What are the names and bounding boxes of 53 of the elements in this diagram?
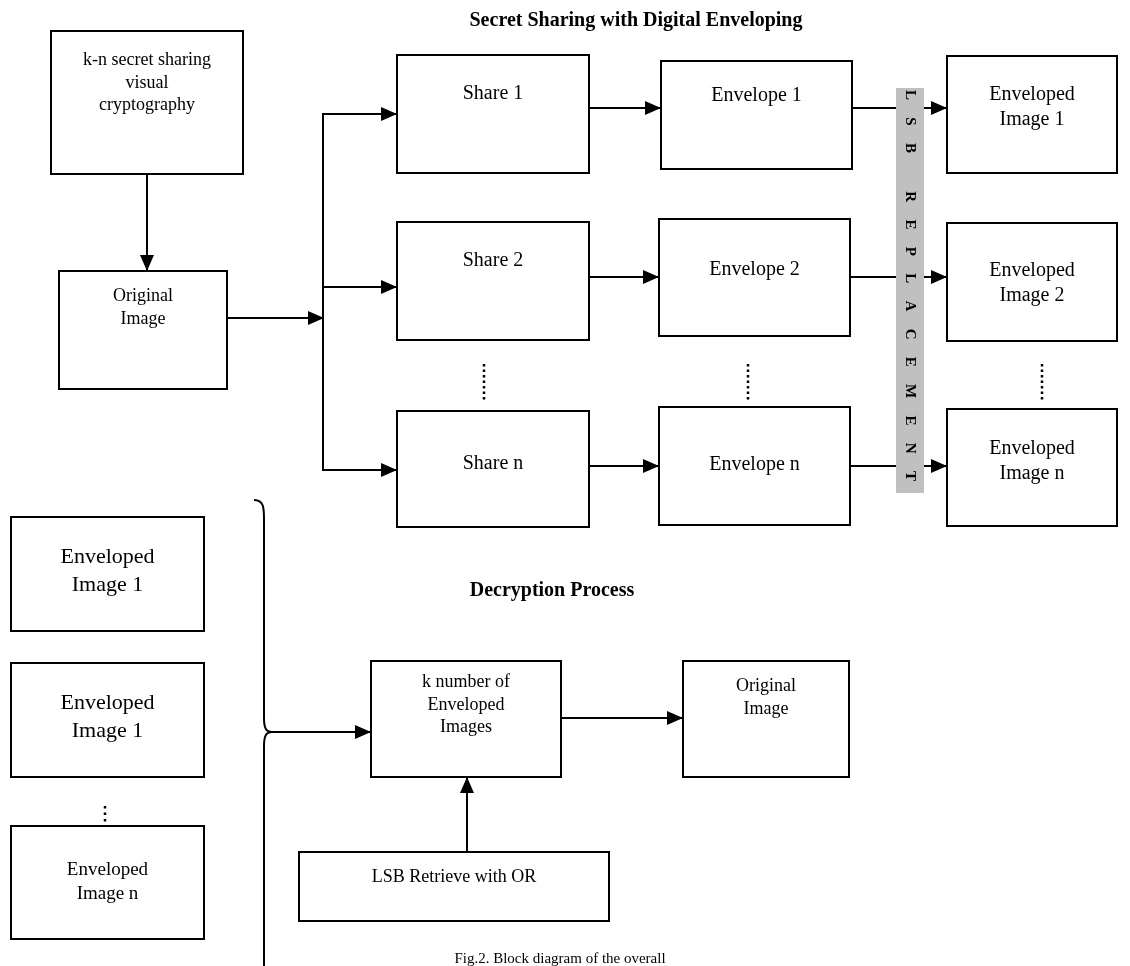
arrow [923, 101, 947, 115]
process-box [10, 825, 205, 940]
process-box [58, 270, 228, 390]
arrow [923, 459, 947, 473]
process-box [946, 222, 1118, 342]
process-box [946, 55, 1118, 174]
box-label: k number of Enveloped Images [421, 670, 511, 738]
box-label: Original Image [735, 674, 797, 719]
arrow [140, 174, 154, 271]
process-box [660, 60, 853, 170]
process-box [10, 662, 205, 778]
box-label: Share n [462, 450, 524, 475]
band-label: LSB REPLACEMENT [902, 89, 918, 499]
diagram-title: Secret Sharing with Digital Enveloping [469, 8, 803, 31]
box-label: Envelope 1 [711, 82, 802, 107]
process-box [50, 30, 244, 175]
arrow [589, 459, 659, 473]
process-box [396, 54, 590, 174]
arrow [589, 101, 661, 115]
figure-caption: Fig.2. Block diagram of the overall [454, 950, 666, 966]
box-label: Original Image [112, 284, 174, 329]
process-band [896, 88, 924, 493]
box-label: Share 1 [462, 80, 524, 105]
arrow [271, 725, 371, 739]
box-label: Enveloped Image 1 [988, 81, 1076, 131]
process-box [370, 660, 562, 778]
box-label: Share 2 [462, 247, 524, 272]
box-label: LSB Retrieve with OR [371, 865, 537, 888]
box-label: Enveloped Image 1 [59, 542, 156, 597]
process-box [658, 406, 851, 526]
arrow [589, 270, 659, 284]
section-heading: Decryption Process [469, 578, 635, 601]
box-label: Envelope 2 [709, 256, 800, 281]
process-box [946, 408, 1118, 527]
arrow [227, 311, 324, 325]
arrow [322, 317, 397, 477]
box-label: Enveloped Image 1 [59, 688, 156, 743]
box-label: Enveloped Image n [65, 857, 150, 905]
arrow [561, 711, 683, 725]
arrow [923, 270, 947, 284]
process-box [396, 221, 590, 341]
arrow [322, 280, 397, 319]
box-label: Envelope n [709, 451, 800, 476]
process-box [298, 851, 610, 922]
brace-drawing [254, 500, 272, 966]
box-label: Enveloped Image n [988, 435, 1076, 485]
process-box [682, 660, 850, 778]
box-label: k-n secret sharing visual cryptography [82, 48, 212, 116]
process-box [658, 218, 851, 337]
process-box [10, 516, 205, 632]
process-box [396, 410, 590, 528]
box-label: Enveloped Image 2 [988, 257, 1076, 307]
arrow [460, 777, 474, 852]
